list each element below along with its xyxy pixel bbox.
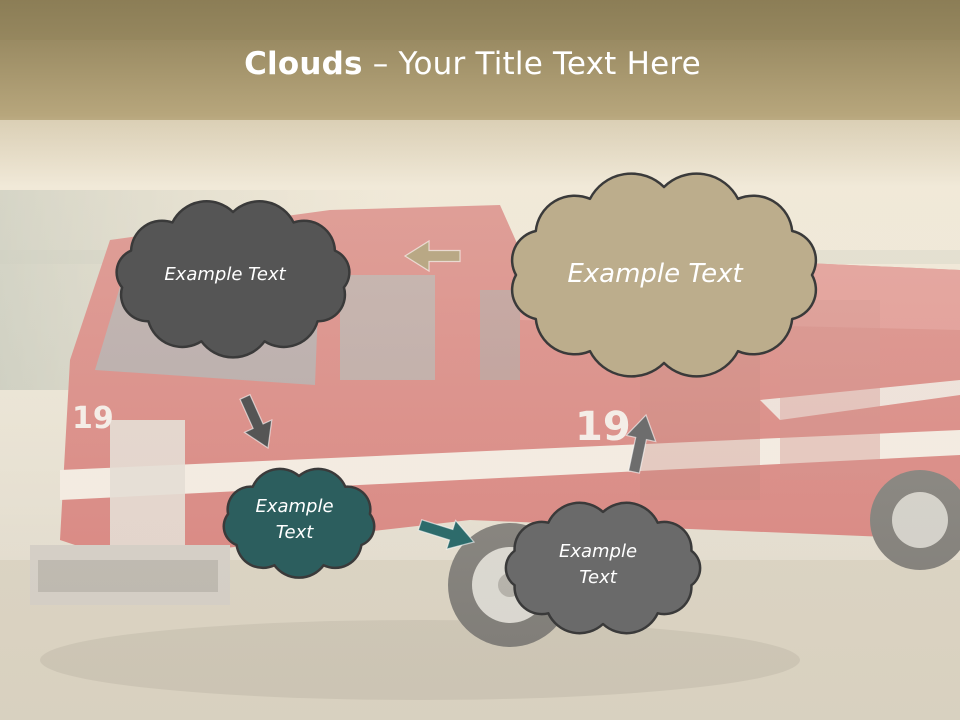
cloud-bottom-right xyxy=(504,501,702,635)
cloud-label-top-right: Example Text xyxy=(567,259,743,290)
title-rest-part: – Your Title Text Here xyxy=(362,46,701,82)
arrow-right-to-left xyxy=(403,239,461,273)
title-bold-part: Clouds xyxy=(244,46,363,82)
arrow-top-left-down xyxy=(239,393,273,450)
arrow-bottom-left-right xyxy=(417,519,476,550)
slide-title: Clouds – Your Title Text Here xyxy=(0,46,945,82)
cloud-top-left xyxy=(115,200,351,359)
cloud-bottom-left xyxy=(222,467,376,579)
arrow-bottom-right-up xyxy=(625,413,657,474)
cloud-top-right xyxy=(510,172,818,378)
header-band xyxy=(0,0,960,40)
cloud-label-top-left: Example Text xyxy=(164,263,286,285)
